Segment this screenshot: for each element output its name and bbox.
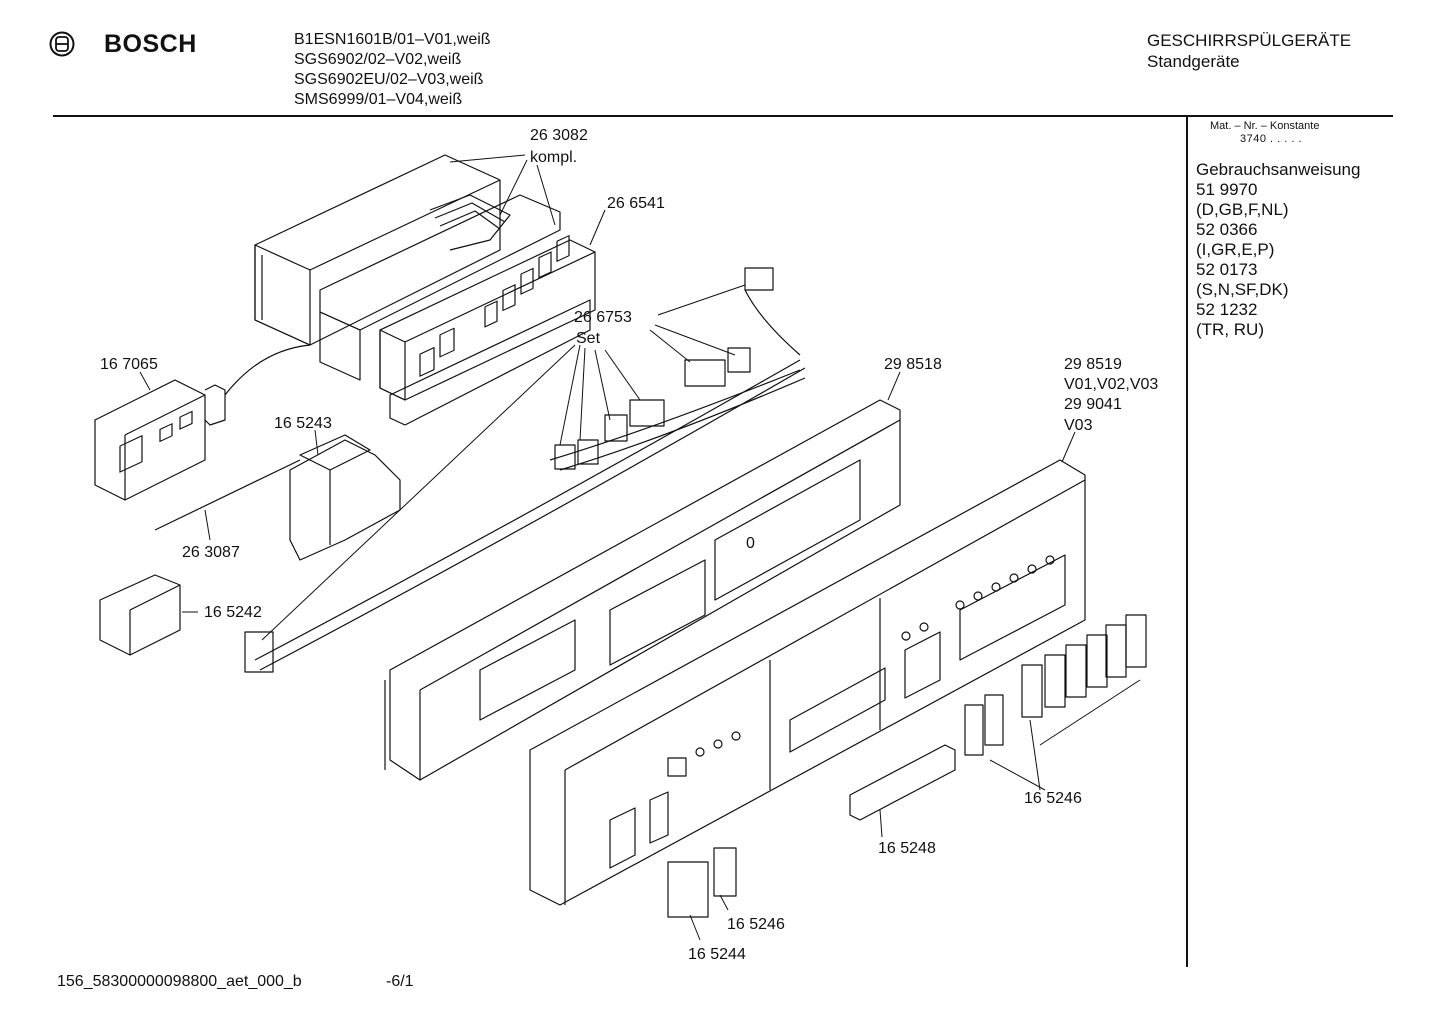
part-label-165248: 16 5248 [878,840,936,857]
model-list: B1ESN1601B/01–V01,weiß SGS6902/02–V02,we… [294,30,491,110]
circuit-board [319,194,561,381]
category-block: GESCHIRRSPÜLGERÄTE Standgeräte [1147,30,1351,72]
material-number-value: 3740 . . . . . [1240,133,1303,145]
push-button [1044,654,1066,708]
push-button [1125,614,1147,668]
harness-connector [744,267,774,291]
part-label-299041-note: V03 [1064,417,1093,434]
push-button [964,704,984,756]
wiring-harness [244,267,806,673]
part-label-165242: 16 5242 [204,604,262,621]
model-line: SGS6902EU/02–V03,weiß [294,71,484,88]
part-label-165246: 16 5246 [727,916,785,933]
category-subtitle: Standgeräte [1147,52,1240,71]
push-button [713,847,737,897]
part-label-266541: 26 6541 [607,195,665,212]
switch-module [379,235,596,426]
part-label-299041: 29 9041 [1064,396,1122,413]
part-label-298518: 29 8518 [884,356,942,373]
model-line: SMS6999/01–V04,weiß [294,91,463,108]
part-label-165243: 16 5243 [274,415,332,432]
part-label-263087: 26 3087 [182,544,240,561]
push-button [1086,634,1108,688]
manual-entry: 52 0366 [1196,220,1258,239]
part-label-165246: 16 5246 [1024,790,1082,807]
main-switch [99,574,181,656]
bosch-armature-logo-icon [49,31,75,57]
display-module [94,344,311,501]
manual-entry: (I,GR,E,P) [1196,240,1275,259]
material-number-heading: Mat. – Nr. – Konstante [1210,120,1320,132]
panel-marking-zero: 0 [746,535,755,552]
leader-lines [139,154,1141,941]
part-label-298519: 29 8519 [1064,356,1122,373]
holder-bracket [289,434,401,561]
manual-entry: 52 1232 [1196,300,1258,319]
manual-entry: (D,GB,F,NL) [1196,200,1289,219]
manual-list: Gebrauchsanweisung 51 9970 (D,GB,F,NL) 5… [1196,160,1360,340]
harness-connector [727,347,751,373]
part-label-167065: 16 7065 [100,356,158,373]
sidebar-divider [1186,117,1188,967]
harness-connector [684,359,726,387]
harness-connector [554,444,576,470]
category-title: GESCHIRRSPÜLGERÄTE [1147,31,1352,50]
model-line: SGS6902/02–V02,weiß [294,51,462,68]
sidebar: Mat. – Nr. – Konstante 3740 . . . . . Ge… [1196,120,1360,340]
manual-entry: (S,N,SF,DK) [1196,280,1289,299]
brand-name: BOSCH [104,30,197,58]
drawing-code: 156_58300000098800_aet_000_b [57,973,302,990]
manual-entry: (TR, RU) [1196,320,1264,339]
part-label-298519-note: V01,V02,V03 [1064,376,1158,393]
push-button [984,694,1004,746]
header-divider [53,115,1393,117]
part-label-263082-note: kompl. [530,149,577,166]
cover-strip [849,744,956,821]
cable-263087 [154,459,301,531]
page-number: -6/1 [386,973,414,990]
front-panel [529,459,1086,906]
harness-connector [604,414,628,442]
part-label-266753: 26 6753 [574,309,632,326]
panel-frame [384,399,901,781]
push-button-large [667,861,709,918]
push-button [1021,664,1043,718]
part-label-165244: 16 5244 [688,946,746,963]
control-housing-box [254,154,501,346]
button-cluster [964,614,1147,756]
harness-plug [244,631,274,673]
model-line: B1ESN1601B/01–V01,weiß [294,31,491,48]
manual-title: Gebrauchsanweisung [1196,160,1361,179]
ribbon-cable [429,194,511,251]
part-label-266753-note: Set [576,330,601,347]
harness-connector [629,399,665,427]
part-label-263082: 26 3082 [530,127,588,144]
manual-entry: 51 9970 [1196,180,1258,199]
push-button [1065,644,1087,698]
manual-entry: 52 0173 [1196,260,1258,279]
harness-connector [577,439,599,465]
push-button [1105,624,1127,678]
